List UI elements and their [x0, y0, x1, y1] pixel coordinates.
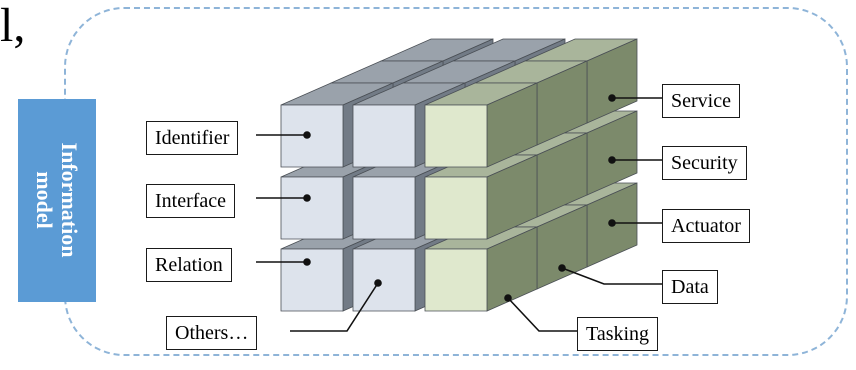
label-relation: Relation — [146, 248, 232, 282]
connector-dot — [303, 194, 311, 202]
label-identifier: Identifier — [146, 121, 239, 155]
connector-lines — [256, 94, 662, 332]
cube-front-face — [280, 176, 344, 240]
cube-front-face — [352, 248, 416, 312]
connector-others — [290, 282, 379, 332]
label-data: Data — [662, 270, 718, 304]
cube-front-face — [424, 176, 488, 240]
label-service: Service — [662, 84, 740, 118]
connector-dot — [558, 264, 566, 272]
cube-front-face — [280, 104, 344, 168]
connector-tasking — [507, 297, 577, 332]
partial-title-text: l, — [0, 0, 26, 52]
connector-dot — [303, 131, 311, 139]
cube-blocks — [280, 38, 638, 312]
label-actuator: Actuator — [662, 209, 750, 243]
connector-dot — [504, 294, 512, 302]
cube-front-face — [352, 104, 416, 168]
cube-front-face — [424, 248, 488, 312]
information-model-bar — [18, 99, 96, 302]
cube-front-face — [352, 176, 416, 240]
label-security: Security — [662, 146, 747, 180]
connector-dot — [374, 279, 382, 287]
connector-data — [561, 267, 662, 285]
connector-dot — [608, 94, 616, 102]
cube-front-face — [424, 104, 488, 168]
connector-dot — [608, 156, 616, 164]
label-tasking: Tasking — [577, 317, 659, 351]
connector-dot — [303, 258, 311, 266]
connector-dot — [608, 219, 616, 227]
label-others: Others… — [166, 316, 258, 350]
cube-front-face — [280, 248, 344, 312]
label-interface: Interface — [146, 184, 236, 218]
